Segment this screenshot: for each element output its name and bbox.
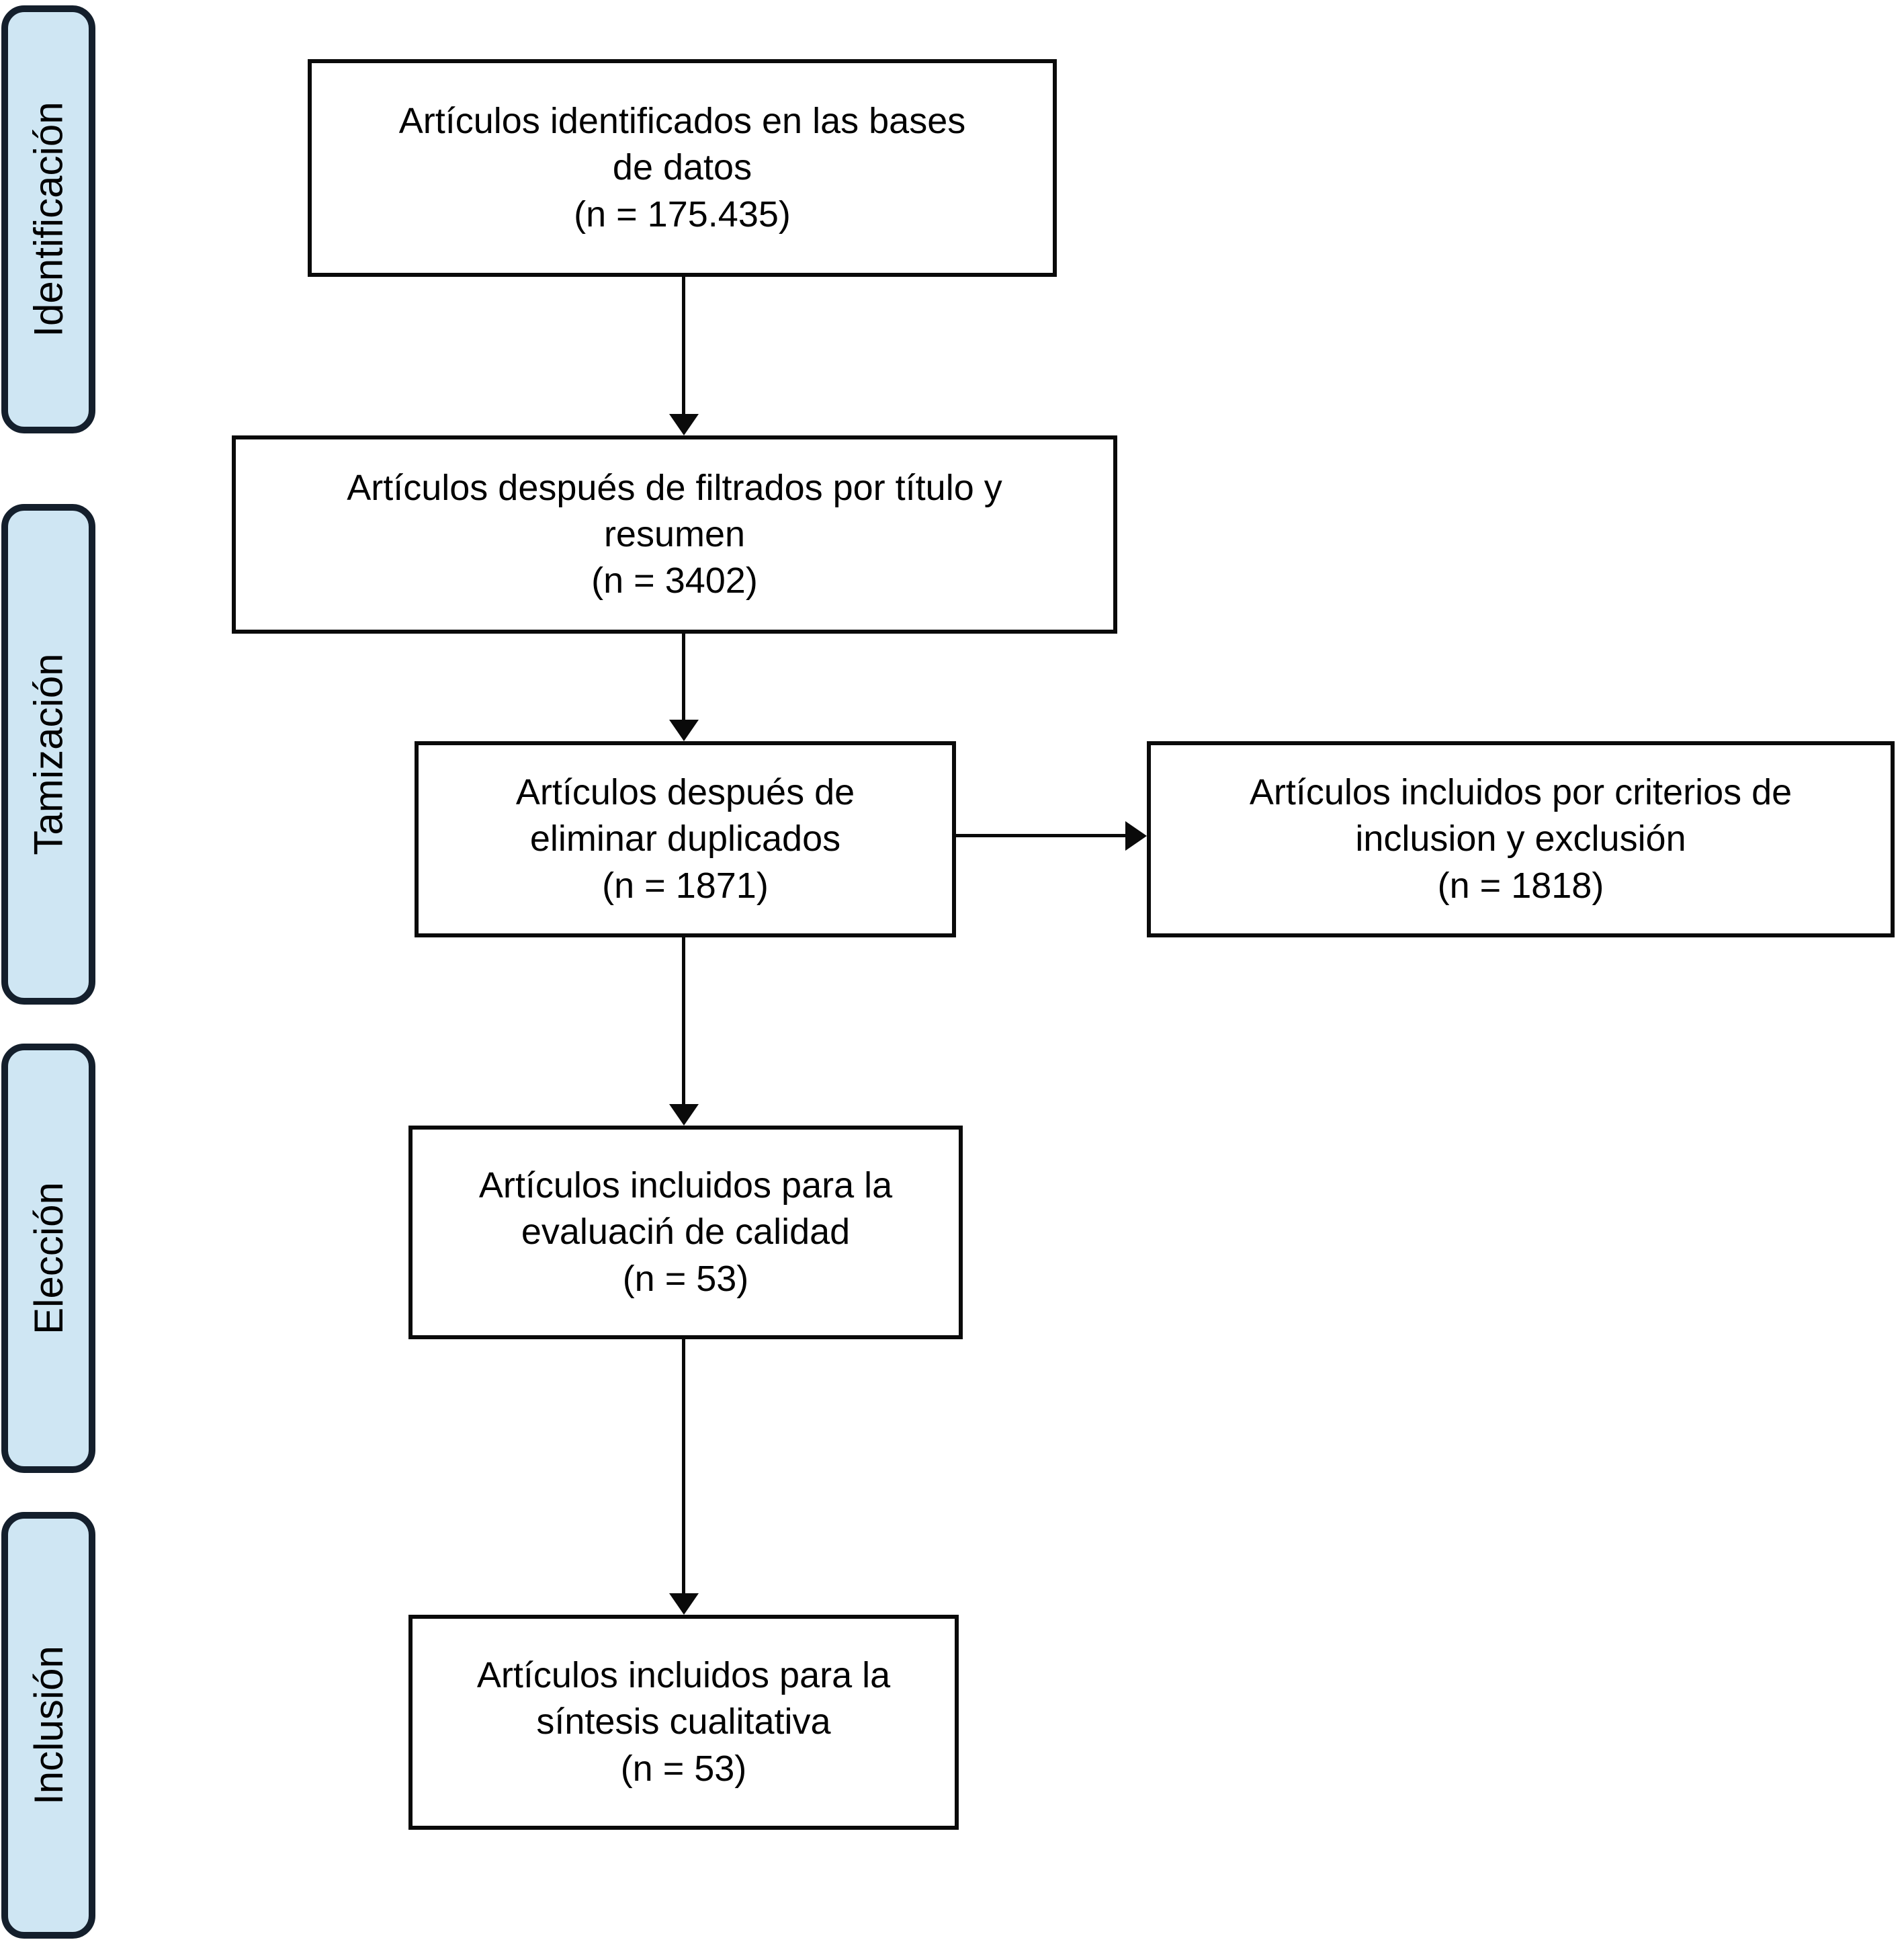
- arrow-deduplicated-to-quality-icon: [682, 937, 685, 1104]
- stage-inclusion-label: Inclusión: [26, 1646, 71, 1805]
- stage-identificacion: Identificación: [1, 5, 95, 433]
- stage-inclusion: Inclusión: [1, 1512, 95, 1939]
- box-articles-criteria-line-1: Artículos incluidos por criterios de: [1249, 772, 1792, 813]
- box-articles-filtered-title-abstract: Artículos después de filtrados por títul…: [232, 435, 1117, 634]
- box-articles-quality-line-2: evaluaciń de calidad: [521, 1212, 851, 1253]
- box-articles-filtered-line-2: resumen: [603, 513, 746, 554]
- stage-tamizacion: Tamización: [1, 504, 95, 1005]
- box-articles-filtered-line-1: Artículos después de filtrados por títul…: [347, 467, 1002, 508]
- box-articles-qualitative-synthesis: Artículos incluidos para la síntesis cua…: [408, 1615, 959, 1830]
- box-articles-criteria-count: (n = 1818): [1437, 865, 1604, 906]
- box-articles-identified: Artículos identificados en las bases de …: [308, 59, 1057, 277]
- box-articles-criteria-line-2: inclusion y exclusión: [1355, 818, 1686, 859]
- box-articles-synthesis-count: (n = 53): [620, 1748, 747, 1789]
- arrow-identified-to-filtered-icon: [682, 277, 685, 414]
- box-articles-synthesis-line-2: síntesis cualitativa: [536, 1701, 831, 1742]
- box-articles-quality-line-1: Artículos incluidos para la: [478, 1165, 893, 1206]
- box-articles-deduplicated: Artículos después de eliminar duplicados…: [415, 741, 956, 937]
- arrow-filtered-to-deduplicated-icon: [682, 634, 685, 720]
- stage-eleccion-label: Elección: [26, 1182, 71, 1335]
- box-articles-quality-count: (n = 53): [622, 1258, 749, 1299]
- box-articles-deduplicated-line-2: eliminar duplicados: [529, 818, 841, 859]
- box-articles-filtered-count: (n = 3402): [591, 560, 758, 601]
- box-articles-synthesis-line-1: Artículos incluidos para la: [476, 1655, 891, 1696]
- box-articles-deduplicated-line-1: Artículos después de: [515, 772, 855, 813]
- box-articles-identified-line-1: Artículos identificados en las bases: [398, 101, 966, 142]
- box-articles-identified-count: (n = 175.435): [574, 194, 791, 235]
- arrow-deduplicated-to-criteria-icon: [956, 834, 1125, 837]
- box-articles-inclusion-exclusion-criteria: Artículos incluidos por criterios de inc…: [1147, 741, 1895, 937]
- stage-identificacion-label: Identificación: [26, 101, 71, 337]
- box-articles-identified-line-2: de datos: [612, 147, 752, 188]
- stage-tamizacion-label: Tamización: [26, 653, 71, 855]
- box-articles-deduplicated-count: (n = 1871): [602, 865, 769, 906]
- stage-eleccion: Elección: [1, 1044, 95, 1473]
- box-articles-quality-assessment: Artículos incluidos para la evaluaciń de…: [408, 1126, 963, 1339]
- arrow-quality-to-synthesis-icon: [682, 1339, 685, 1593]
